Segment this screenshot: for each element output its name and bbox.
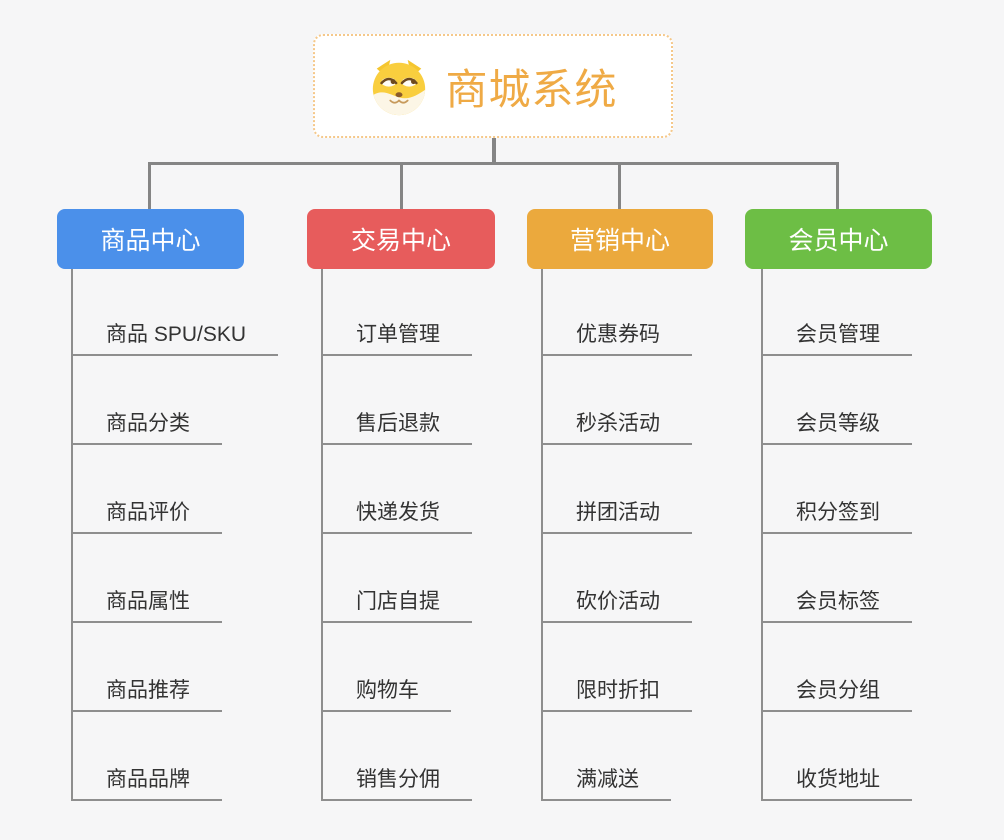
leaf-node[interactable]: 砍价活动	[542, 588, 692, 623]
leaf-node[interactable]: 订单管理	[322, 321, 472, 356]
leaf-node[interactable]: 门店自提	[322, 588, 472, 623]
branch-node-member-center[interactable]: 会员中心	[745, 209, 932, 269]
branch-label: 商品中心	[100, 227, 201, 255]
leaf-node[interactable]: 商品评价	[72, 499, 222, 534]
branch-node-trade-center[interactable]: 交易中心	[307, 209, 495, 269]
leaf-node[interactable]: 购物车	[322, 677, 451, 712]
leaf-node[interactable]: 会员管理	[762, 321, 912, 356]
leaf-node[interactable]: 会员标签	[762, 588, 912, 623]
branch-label: 交易中心	[350, 227, 451, 255]
branch-node-marketing-center[interactable]: 营销中心	[527, 209, 713, 269]
leaf-node[interactable]: 优惠券码	[542, 321, 692, 356]
connector-root-stem	[492, 136, 496, 164]
leaf-node[interactable]: 商品分类	[72, 410, 222, 445]
connector-bus	[148, 162, 839, 165]
leaf-node[interactable]: 销售分佣	[322, 766, 472, 801]
connector-drop-2	[400, 162, 403, 210]
leaf-node[interactable]: 商品推荐	[72, 677, 222, 712]
leaf-node[interactable]: 售后退款	[322, 410, 472, 445]
leaf-node[interactable]: 收货地址	[762, 766, 912, 801]
branch-node-product-center[interactable]: 商品中心	[57, 209, 244, 269]
connector-drop-4	[836, 162, 839, 210]
leaf-node[interactable]: 商品品牌	[72, 766, 222, 801]
leaf-node[interactable]: 拼团活动	[542, 499, 692, 534]
leaf-node[interactable]: 商品 SPU/SKU	[72, 321, 279, 356]
leaf-node[interactable]: 快递发货	[322, 499, 472, 534]
leaf-node[interactable]: 限时折扣	[542, 677, 692, 712]
connector-drop-3	[618, 162, 621, 210]
leaf-node[interactable]: 满减送	[542, 766, 671, 801]
root-title: 商城系统	[445, 65, 618, 113]
leaf-node[interactable]: 商品属性	[72, 588, 222, 623]
leaf-node[interactable]: 会员分组	[762, 677, 912, 712]
doge-icon	[373, 59, 426, 116]
leaf-node[interactable]: 积分签到	[762, 499, 912, 534]
connector-drop-1	[148, 162, 151, 210]
branch-label: 营销中心	[569, 227, 670, 255]
leaf-node[interactable]: 秒杀活动	[542, 410, 692, 445]
root-node[interactable]: 商城系统	[313, 34, 673, 138]
branch-label: 会员中心	[788, 227, 889, 255]
leaf-node[interactable]: 会员等级	[762, 410, 912, 445]
